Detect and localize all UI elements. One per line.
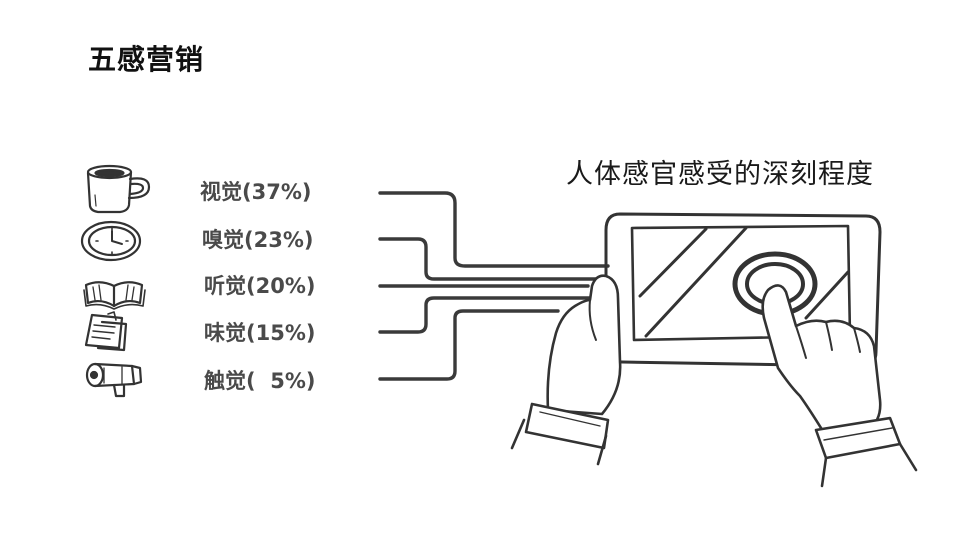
- sticky-notes-icon: [84, 311, 128, 352]
- megaphone-icon: [85, 362, 143, 398]
- sense-label-touch: 触觉( 5%): [204, 369, 316, 393]
- sense-label-smell: 嗅觉(23%): [202, 228, 314, 252]
- open-book-icon: [83, 281, 146, 310]
- right-hand: [761, 284, 918, 488]
- left-hand: [510, 274, 622, 466]
- page-title: 五感营销: [88, 43, 205, 76]
- clock-icon: [80, 220, 142, 262]
- sense-label-hearing: 听觉(20%): [204, 274, 316, 298]
- coffee-cup-icon: [86, 164, 151, 214]
- diagram-subtitle: 人体感官感受的深刻程度: [566, 159, 874, 190]
- sense-label-taste: 味觉(15%): [204, 321, 316, 345]
- connector-lines: [378, 191, 610, 381]
- sense-label-sight: 视觉(37%): [200, 180, 312, 204]
